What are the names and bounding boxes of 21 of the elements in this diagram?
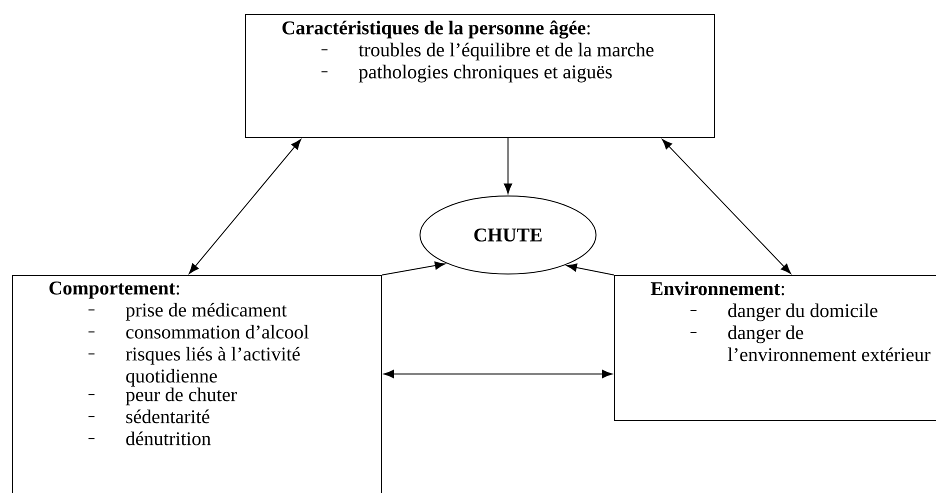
arrow <box>662 139 792 274</box>
list-item: dénutrition <box>126 432 211 446</box>
list-item: danger de l’environnement extérieur <box>728 326 930 362</box>
text-box <box>12 275 382 493</box>
heading: Environnement: <box>650 282 784 296</box>
list-item: peur de chuter <box>126 388 237 406</box>
list-item: prise de médicament <box>126 302 287 321</box>
text-box <box>614 275 936 421</box>
list-item: danger du domicile <box>728 304 878 322</box>
text-box <box>245 14 715 138</box>
list-item: pathologies chroniques et aiguës <box>358 64 612 82</box>
arrow <box>188 139 302 274</box>
list-item: consommation d’alcool <box>126 324 309 339</box>
arrow <box>566 263 614 276</box>
list-item: sédentarité <box>126 410 210 424</box>
heading: Caractéristiques de la personne âgée: <box>282 20 590 39</box>
arrow <box>384 370 612 378</box>
arrow <box>382 261 446 276</box>
arrow <box>504 138 512 194</box>
list-item: troubles de l’équilibre et de la marche <box>358 42 654 60</box>
heading: Comportement: <box>49 282 180 299</box>
